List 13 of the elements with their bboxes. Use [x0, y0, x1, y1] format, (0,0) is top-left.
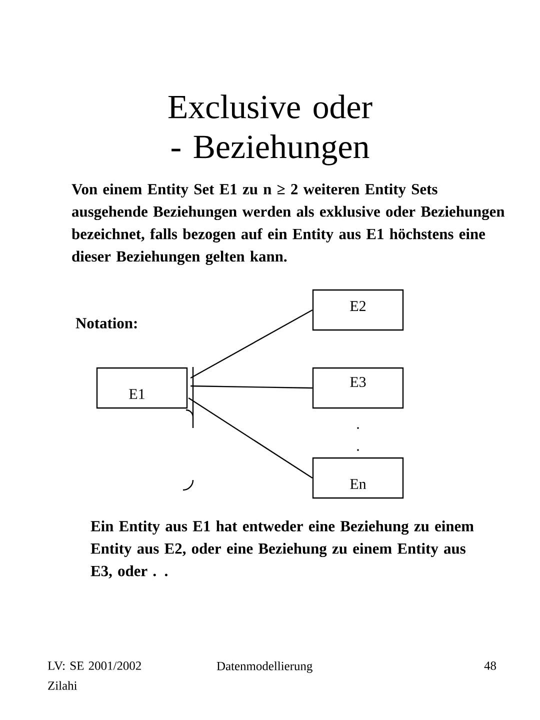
footer-text: LV: SE 2001/2002 Zilahi	[48, 662, 141, 690]
ellipsis-dot: .	[357, 449, 359, 451]
entity-box: E3	[312, 367, 404, 409]
footer-text: Datenmodellierung	[216, 662, 312, 673]
entity-box: E1	[96, 367, 188, 409]
entity-box: E2	[312, 289, 404, 331]
connector-line	[190, 385, 312, 389]
connector-line	[188, 398, 313, 478]
page-number: 48	[484, 662, 496, 670]
entity-box: En	[312, 457, 404, 499]
title: Exclusive oder - Beziehungen	[168, 94, 372, 166]
connector-line	[190, 309, 313, 379]
ellipsis-dot: .	[357, 427, 359, 429]
